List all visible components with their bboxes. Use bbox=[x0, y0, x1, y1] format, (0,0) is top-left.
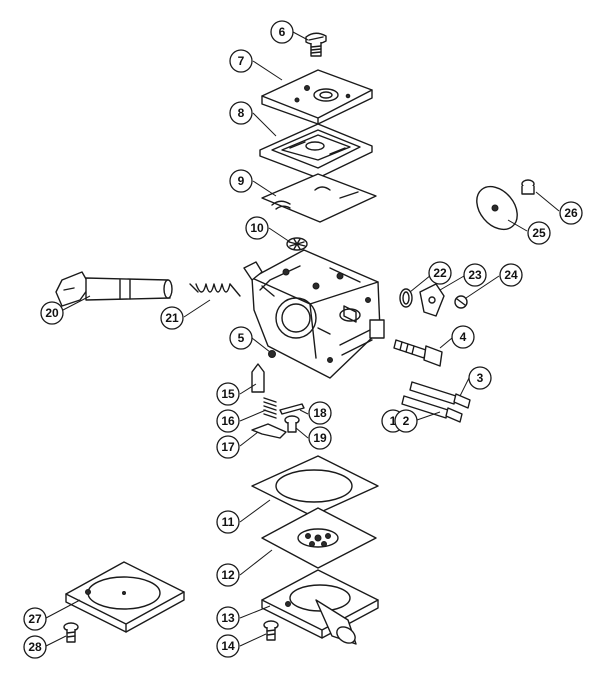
callout-label: 22 bbox=[433, 266, 447, 280]
part-19-screw bbox=[284, 415, 300, 433]
part-17-inlet-lever bbox=[251, 423, 287, 439]
part-27-end-cover bbox=[65, 561, 185, 633]
part-7-pump-cover bbox=[261, 69, 373, 125]
callout-label: 16 bbox=[221, 414, 235, 428]
callout-label: 25 bbox=[532, 226, 546, 240]
part-20-throttle-shaft bbox=[55, 271, 173, 307]
callout-5: 5 bbox=[229, 326, 253, 350]
callout-19: 19 bbox=[308, 426, 332, 450]
part-21-torsion-spring bbox=[189, 283, 241, 297]
callout-8: 8 bbox=[229, 101, 253, 125]
part-13-end-cover bbox=[261, 569, 379, 645]
callout-17: 17 bbox=[216, 435, 240, 459]
callout-21: 21 bbox=[160, 306, 184, 330]
callout-4: 4 bbox=[451, 325, 475, 349]
callout-24: 24 bbox=[499, 263, 523, 287]
callout-label: 11 bbox=[222, 515, 235, 529]
part-8-pump-gasket bbox=[259, 123, 373, 179]
callout-2: 2 bbox=[394, 409, 418, 433]
callout-label: 9 bbox=[238, 174, 245, 188]
part-5-ball bbox=[268, 350, 276, 358]
callout-12: 12 bbox=[216, 563, 240, 587]
part-9-pump-diaphragm bbox=[261, 173, 377, 223]
callout-label: 15 bbox=[221, 387, 235, 401]
callout-label: 10 bbox=[250, 221, 264, 235]
part-10-strainer bbox=[286, 237, 308, 251]
callout-label: 8 bbox=[238, 106, 245, 120]
part-4-idle-screw bbox=[393, 339, 443, 367]
callout-28: 28 bbox=[23, 635, 47, 659]
callout-23: 23 bbox=[463, 263, 487, 287]
part-23-clip bbox=[419, 283, 445, 317]
part-16-spring bbox=[263, 397, 277, 419]
part-25-throttle-plate bbox=[476, 185, 518, 231]
callout-label: 13 bbox=[221, 611, 235, 625]
callout-label: 28 bbox=[28, 640, 42, 654]
callout-label: 7 bbox=[238, 54, 245, 68]
callout-label: 3 bbox=[477, 371, 484, 385]
callout-label: 14 bbox=[221, 639, 235, 653]
callout-6: 6 bbox=[270, 20, 294, 44]
callout-9: 9 bbox=[229, 169, 253, 193]
callout-label: 1 bbox=[390, 414, 397, 428]
callout-14: 14 bbox=[216, 634, 240, 658]
callout-18: 18 bbox=[308, 401, 332, 425]
part-22-ring bbox=[399, 288, 413, 308]
callout-20: 20 bbox=[40, 301, 64, 325]
callout-label: 5 bbox=[238, 331, 245, 345]
callout-label: 26 bbox=[564, 206, 578, 220]
callout-15: 15 bbox=[216, 382, 240, 406]
carburetor-body bbox=[243, 249, 385, 379]
part-28-screw bbox=[63, 622, 79, 643]
callout-label: 4 bbox=[460, 330, 467, 344]
callout-label: 27 bbox=[28, 612, 42, 626]
part-2-adjusting-screw bbox=[401, 395, 463, 423]
part-24-screw bbox=[454, 295, 468, 309]
callout-label: 6 bbox=[279, 25, 286, 39]
part-12-diaphragm bbox=[261, 507, 377, 569]
part-11-gasket bbox=[251, 455, 379, 517]
part-3-adjusting-screw bbox=[409, 381, 471, 409]
callout-label: 17 bbox=[221, 440, 235, 454]
part-6-screw bbox=[305, 32, 327, 57]
callout-13: 13 bbox=[216, 606, 240, 630]
part-18-pin bbox=[279, 403, 305, 415]
leader-lines bbox=[45, 31, 560, 647]
callout-label: 23 bbox=[468, 268, 482, 282]
part-15-inlet-needle bbox=[251, 363, 265, 393]
callout-10: 10 bbox=[245, 216, 269, 240]
callout-7: 7 bbox=[229, 49, 253, 73]
callout-label: 21 bbox=[165, 311, 179, 325]
callout-25: 25 bbox=[527, 221, 551, 245]
callout-label: 19 bbox=[313, 431, 327, 445]
callout-27: 27 bbox=[23, 607, 47, 631]
callout-11: 11 bbox=[216, 510, 240, 534]
callout-26: 26 bbox=[559, 201, 583, 225]
callout-label: 20 bbox=[45, 306, 59, 320]
callout-22: 22 bbox=[428, 261, 452, 285]
callout-3: 3 bbox=[468, 366, 492, 390]
callout-label: 18 bbox=[313, 406, 327, 420]
callout-label: 24 bbox=[504, 268, 518, 282]
callout-label: 2 bbox=[403, 414, 410, 428]
part-26-screw bbox=[521, 179, 535, 195]
part-14-screw bbox=[263, 620, 279, 641]
callout-label: 12 bbox=[221, 568, 235, 582]
callout-16: 16 bbox=[216, 409, 240, 433]
